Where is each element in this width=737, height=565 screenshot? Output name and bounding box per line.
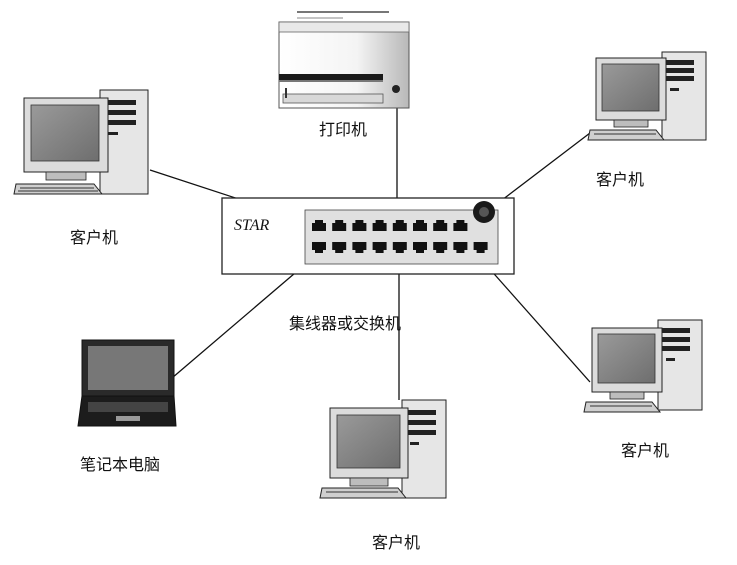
switch-port: [453, 220, 468, 231]
switch-port: [413, 220, 427, 231]
laptop: [77, 339, 177, 427]
switch-port: [392, 220, 407, 231]
client-top-left: [13, 89, 149, 195]
switch-port: [352, 242, 367, 253]
laptop-icon: [77, 339, 177, 427]
desktop-computer-icon: [13, 89, 149, 195]
switch-port: [352, 220, 367, 231]
client-top-right: [587, 51, 707, 141]
switch-port: [392, 242, 407, 253]
laptop-label: 笔记本电脑: [80, 455, 161, 474]
network-switch-icon: [221, 197, 515, 275]
desktop-computer-icon: [587, 51, 707, 141]
printer: [278, 11, 410, 109]
switch-port: [433, 220, 448, 231]
link-client-right: [479, 257, 591, 383]
client-top-right-label: 客户机: [596, 170, 645, 189]
switch-port: [332, 242, 347, 253]
printer-icon: [278, 11, 410, 109]
client-bottom-label: 客户机: [372, 533, 421, 552]
switch-port: [312, 220, 326, 231]
switch-port: [433, 242, 448, 253]
client-right: [583, 319, 703, 413]
switch-port: [372, 242, 387, 253]
desktop-computer-icon: [583, 319, 703, 413]
switch-port: [312, 242, 326, 253]
switch-port: [332, 220, 347, 231]
switch-port: [473, 242, 488, 253]
switch-port: [372, 220, 387, 231]
client-bottom: [319, 399, 447, 499]
switch-port: [453, 242, 468, 253]
switch-port: [413, 242, 427, 253]
client-top-left-label: 客户机: [70, 228, 119, 247]
client-right-label: 客户机: [621, 441, 670, 460]
network-switch: [221, 197, 515, 275]
printer-label: 打印机: [319, 120, 368, 139]
switch-label: 集线器或交换机: [289, 314, 402, 333]
switch-brand-label: STAR: [234, 217, 270, 234]
desktop-computer-icon: [319, 399, 447, 499]
